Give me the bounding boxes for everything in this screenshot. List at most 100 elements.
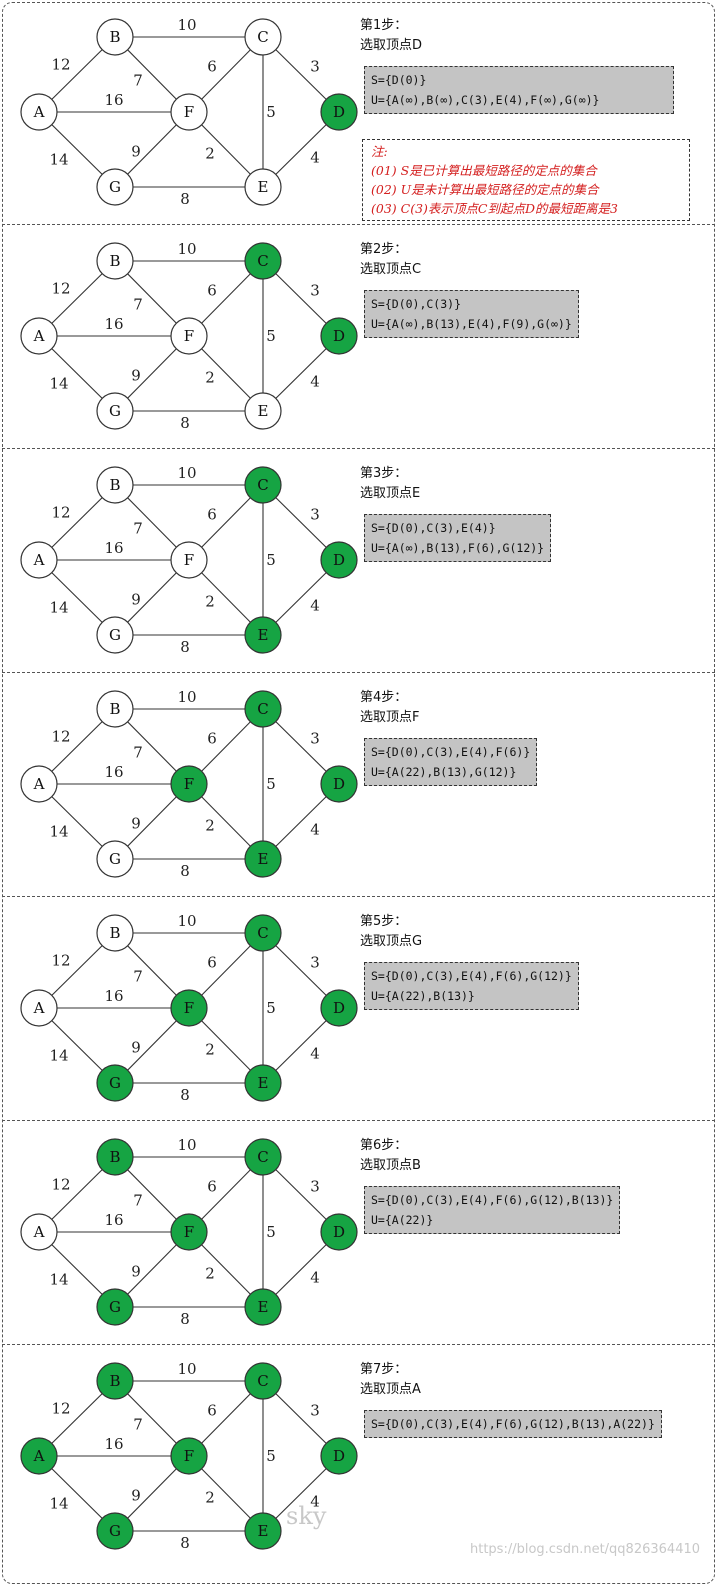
edge-weight-c-d: 3: [310, 282, 320, 300]
node-label-b: B: [109, 476, 120, 494]
edge-weight-b-f: 7: [133, 72, 143, 90]
edge-weight-a-g: 14: [49, 375, 68, 393]
s-set: S={D(0),C(3),E(4),F(6),G(12)}: [371, 969, 572, 983]
node-a: [20, 541, 58, 579]
node-b: [96, 242, 134, 280]
s-set: S={D(0),C(3),E(4),F(6),G(12),B(13)}: [371, 1193, 614, 1207]
s-set: S={D(0),C(3)}: [371, 297, 462, 311]
step-selected-vertex: 选取顶点B: [360, 1158, 421, 1173]
node-b: [96, 1362, 134, 1400]
node-label-f: F: [184, 327, 194, 345]
node-label-e: E: [258, 178, 269, 196]
node-c: [244, 1362, 282, 1400]
node-g: [96, 1512, 134, 1550]
node-c: [244, 466, 282, 504]
node-c: [244, 1138, 282, 1176]
edge-weight-c-e: 5: [266, 775, 276, 793]
edge-weight-a-b: 12: [51, 504, 70, 522]
node-e: [244, 616, 282, 654]
edge-weight-g-e: 8: [180, 862, 190, 880]
node-label-b: B: [109, 924, 120, 942]
watermark-url: https://blog.csdn.net/qq826364410: [470, 1542, 701, 1557]
node-e: [244, 1064, 282, 1102]
edge-weight-c-f: 6: [207, 506, 217, 524]
node-label-a: A: [33, 1223, 45, 1241]
node-e: [244, 1512, 282, 1550]
edge-weight-a-b: 12: [51, 56, 70, 74]
step-selected-vertex: 选取顶点F: [360, 710, 420, 725]
node-label-g: G: [109, 1074, 121, 1092]
edge-weight-f-g: 9: [131, 815, 141, 833]
edge-weight-c-e: 5: [266, 1223, 276, 1241]
edge-weight-c-f: 6: [207, 1178, 217, 1196]
step-selected-vertex: 选取顶点A: [360, 1382, 421, 1397]
edge-weight-a-g: 14: [49, 1271, 68, 1289]
s-set: S={D(0),C(3),E(4)}: [371, 521, 496, 535]
step-title: 第1步：选取顶点D: [360, 16, 422, 56]
edge-weight-f-g: 9: [131, 591, 141, 609]
edge-weight-b-c: 10: [177, 240, 196, 258]
edge-weight-g-e: 8: [180, 638, 190, 656]
u-set: U={A(∞),B(13),F(6),G(12)}: [371, 541, 545, 555]
node-e: [244, 840, 282, 878]
edge-weight-a-b: 12: [51, 952, 70, 970]
node-label-f: F: [184, 1223, 194, 1241]
edge-weight-g-e: 8: [180, 1310, 190, 1328]
node-f: [170, 765, 208, 803]
set-box: S={D(0)}U={A(∞),B(∞),C(3),E(4),F(∞),G(∞)…: [364, 66, 674, 114]
node-label-a: A: [33, 327, 45, 345]
step-number: 第1步：: [360, 18, 408, 33]
edge-weight-f-g: 9: [131, 1487, 141, 1505]
node-label-c: C: [257, 1372, 268, 1390]
node-label-a: A: [33, 999, 45, 1017]
edge-weight-a-f: 16: [104, 1211, 123, 1229]
edge-weight-a-f: 16: [104, 987, 123, 1005]
node-g: [96, 1288, 134, 1326]
edge-weight-f-e: 2: [205, 1041, 215, 1059]
note-line-2: (02) U是未计算出最短路径的定点的集合: [371, 182, 599, 197]
edge-weight-c-e: 5: [266, 551, 276, 569]
edge-weight-a-b: 12: [51, 728, 70, 746]
node-d: [320, 317, 358, 355]
node-label-d: D: [333, 327, 345, 345]
edge-weight-a-b: 12: [51, 1176, 70, 1194]
edge-weight-c-f: 6: [207, 282, 217, 300]
step-selected-vertex: 选取顶点C: [360, 262, 422, 277]
edge-weight-a-g: 14: [49, 1047, 68, 1065]
step-separator: [2, 1344, 715, 1345]
node-b: [96, 914, 134, 952]
step-title: 第4步：选取顶点F: [360, 688, 419, 728]
step-separator: [2, 448, 715, 449]
edge-weight-e-d: 4: [310, 149, 320, 167]
step-number: 第6步：: [360, 1138, 408, 1153]
node-f: [170, 1437, 208, 1475]
edge-weight-g-e: 8: [180, 1086, 190, 1104]
node-label-a: A: [33, 103, 45, 121]
node-f: [170, 541, 208, 579]
edge-weight-f-e: 2: [205, 369, 215, 387]
edge-weight-e-d: 4: [310, 1493, 320, 1511]
edge-weight-c-d: 3: [310, 730, 320, 748]
edge-weight-f-e: 2: [205, 145, 215, 163]
edge-weight-b-f: 7: [133, 968, 143, 986]
edge-weight-c-f: 6: [207, 954, 217, 972]
edge-weight-b-f: 7: [133, 744, 143, 762]
edge-weight-b-f: 7: [133, 1192, 143, 1210]
note-line-3: (03) C(3)表示顶点C到起点D的最短距离是3: [371, 201, 618, 216]
edge-weight-a-f: 16: [104, 763, 123, 781]
edge-weight-f-g: 9: [131, 1039, 141, 1057]
edge-weight-e-d: 4: [310, 373, 320, 391]
node-label-d: D: [333, 1447, 345, 1465]
edge-weight-f-e: 2: [205, 817, 215, 835]
edge-weight-c-e: 5: [266, 327, 276, 345]
node-d: [320, 765, 358, 803]
edge-weight-c-d: 3: [310, 58, 320, 76]
